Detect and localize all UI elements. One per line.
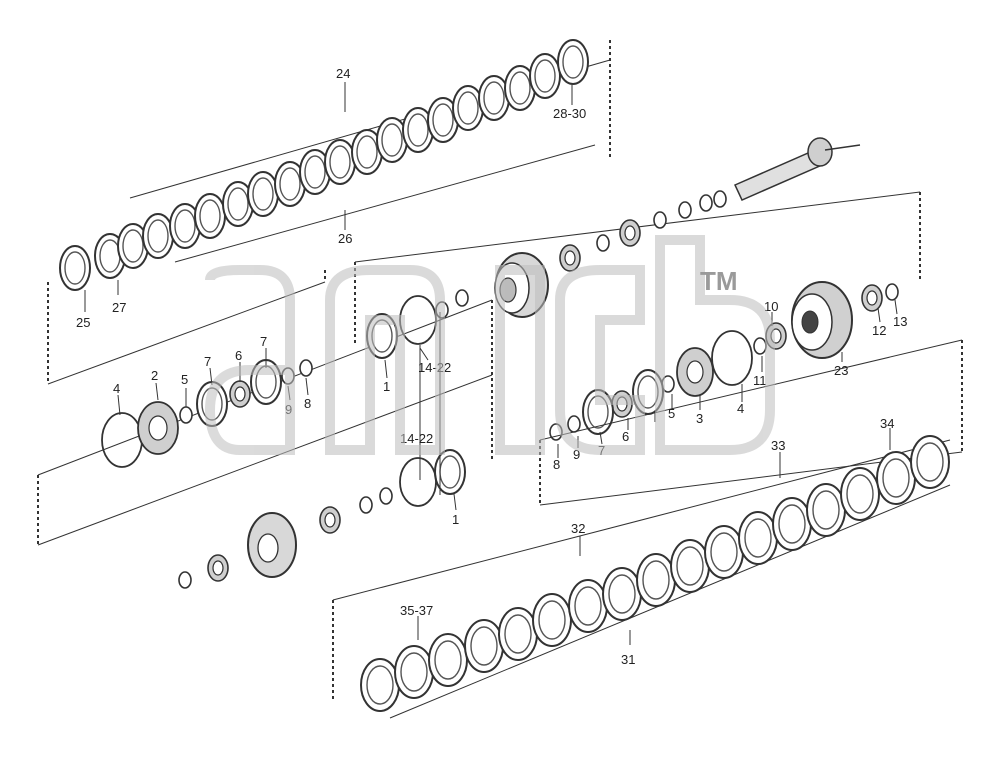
gear-center: [494, 252, 549, 318]
label-5-right: 5: [668, 406, 675, 421]
clutch-pack-bottom: [332, 439, 951, 719]
clutch-rings-top: [59, 39, 589, 291]
label-7-left: 7: [204, 354, 211, 369]
label-10: 10: [764, 299, 778, 314]
label-11: 11: [753, 373, 767, 388]
drum-assembly: [549, 281, 899, 441]
label-26: 26: [338, 231, 352, 246]
label-8-left: 8: [304, 396, 311, 411]
label-8-right: 8: [553, 457, 560, 472]
lower-center-parts: [178, 449, 466, 589]
label-28-30: 28-30: [553, 106, 586, 121]
label-34: 34: [880, 416, 894, 431]
label-13: 13: [893, 314, 907, 329]
label-27: 27: [112, 300, 126, 315]
label-14-22-upper: 14-22: [418, 360, 451, 375]
label-6-right: 6: [622, 429, 629, 444]
label-7-right: 7: [598, 443, 605, 458]
label-23: 23: [834, 363, 848, 378]
label-4-left: 4: [113, 381, 120, 396]
center-parts: [366, 289, 469, 359]
label-3: 3: [696, 411, 703, 426]
label-9-left: 9: [285, 402, 292, 417]
left-assembly: [101, 359, 313, 468]
label-32: 32: [571, 521, 585, 536]
label-4-right: 4: [737, 401, 744, 416]
label-12: 12: [872, 323, 886, 338]
shaft-assembly: [559, 137, 861, 272]
label-7-mid: 7: [260, 334, 267, 349]
label-35-37: 35-37: [400, 603, 433, 618]
label-25: 25: [76, 315, 90, 330]
label-5-left: 5: [181, 372, 188, 387]
label-1-upper: 1: [383, 379, 390, 394]
label-31: 31: [621, 652, 635, 667]
label-1-lower: 1: [452, 512, 459, 527]
label-24: 24: [336, 66, 350, 81]
label-9-right: 9: [573, 447, 580, 462]
label-6-left: 6: [235, 348, 242, 363]
label-14-22-lower: 14-22: [400, 431, 433, 446]
label-2: 2: [151, 368, 158, 383]
label-33: 33: [771, 438, 785, 453]
